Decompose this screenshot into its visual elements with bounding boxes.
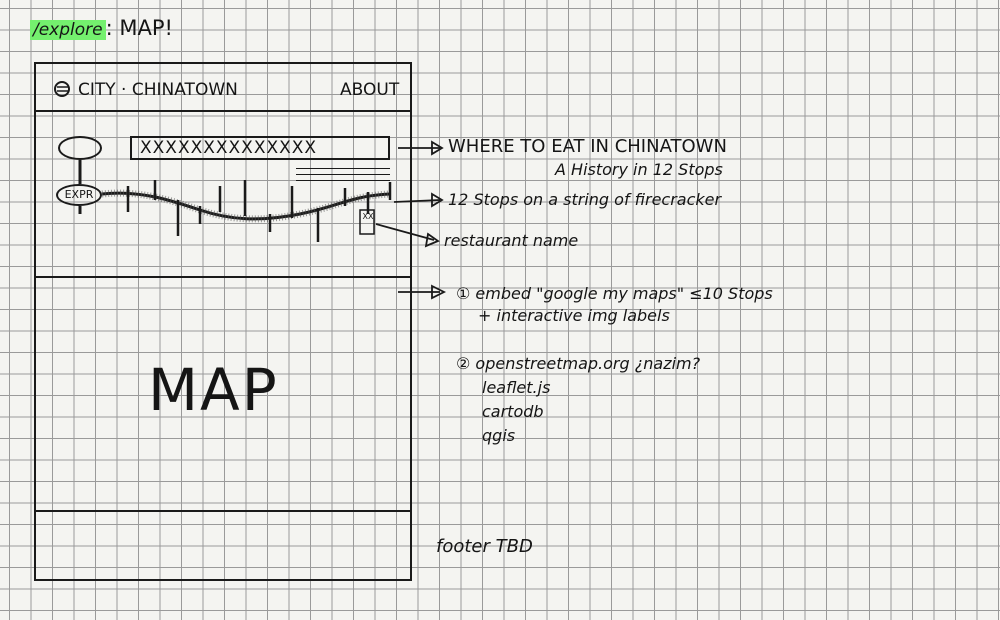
map-placeholder-label[interactable]: MAP <box>148 356 279 424</box>
annotation-footer: footer TBD <box>436 536 533 557</box>
timeline-start-pill[interactable]: EXPR <box>56 184 102 206</box>
nav-site-title[interactable]: CITY · CHINATOWN <box>78 80 238 100</box>
sketch-heading: MAP! <box>119 16 173 40</box>
restaurant-marker-label[interactable]: XX <box>362 212 374 221</box>
annotation-map-option-1: ① embed "google my maps" ≤10 Stops <box>456 284 773 303</box>
annotation-hero-title: WHERE TO EAT IN CHINATOWN <box>448 136 727 157</box>
nav-divider <box>36 110 410 112</box>
hero-logo-placeholder <box>58 136 102 160</box>
annotation-qgis: qgis <box>482 426 516 445</box>
annotation-cartodb: cartodb <box>482 402 544 421</box>
annotation-timeline: 12 Stops on a string of firecracker <box>448 190 722 209</box>
annotation-hero-subtitle: A History in 12 Stops <box>555 160 723 179</box>
annotation-map-option-2: ② openstreetmap.org ¿nazim? <box>456 354 701 373</box>
subtitle-line <box>296 168 390 169</box>
sketch-title: /explore: MAP! <box>30 16 173 40</box>
annotation-leaflet: leaflet.js <box>482 378 551 397</box>
city-logo-icon[interactable] <box>54 81 70 97</box>
annotation-map-option-1-detail: + interactive img labels <box>478 306 670 325</box>
hero-title-placeholder: XXXXXXXXXXXXXX <box>130 136 390 160</box>
route-highlight: /explore <box>30 20 106 40</box>
footer-divider <box>36 510 410 512</box>
nav-about-link[interactable]: ABOUT <box>340 80 400 100</box>
hero-divider <box>36 276 410 278</box>
subtitle-line <box>296 174 390 175</box>
wireframe-frame <box>34 62 412 581</box>
annotation-marker: restaurant name <box>444 231 579 250</box>
subtitle-line <box>296 180 390 181</box>
route-separator: : <box>105 16 113 40</box>
